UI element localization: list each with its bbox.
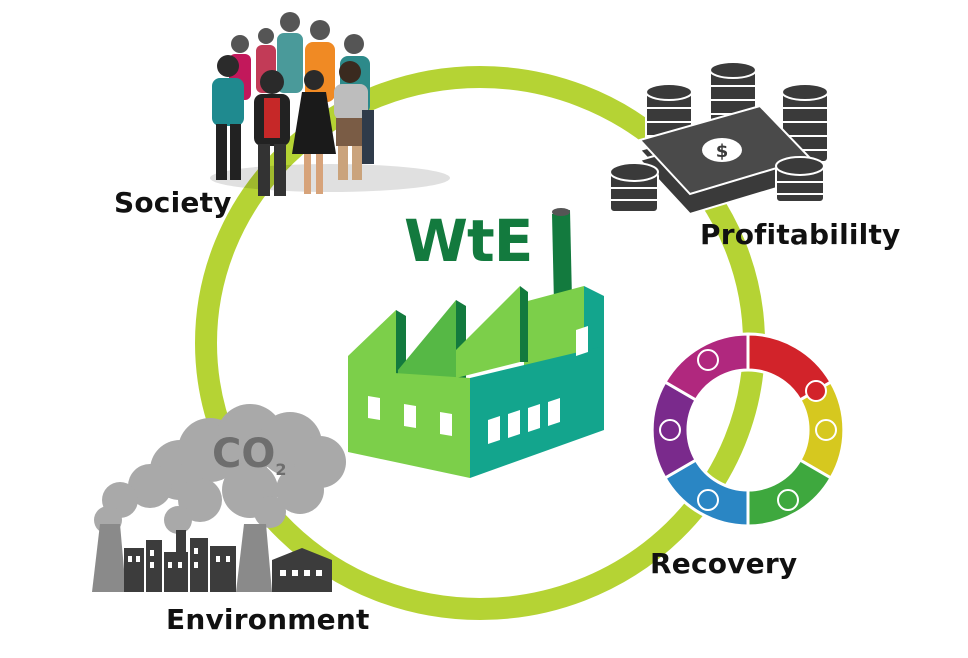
label-recovery: Recovery (650, 547, 798, 580)
co2-label: CO2 (212, 431, 287, 478)
label-profitability: Profitabililty (700, 218, 901, 251)
svg-text:$: $ (716, 141, 729, 162)
money-stack-icon: $ (609, 61, 829, 216)
polluting-city-icon (92, 404, 346, 592)
puzzle-ring-icon (650, 332, 846, 528)
co2-subscript: 2 (275, 460, 287, 479)
factory-icon (348, 208, 604, 478)
label-environment: Environment (166, 603, 370, 636)
people-group-icon (210, 12, 450, 196)
label-society: Society (114, 186, 232, 219)
center-title: WtE (404, 207, 533, 275)
co2-main: CO (212, 431, 276, 477)
